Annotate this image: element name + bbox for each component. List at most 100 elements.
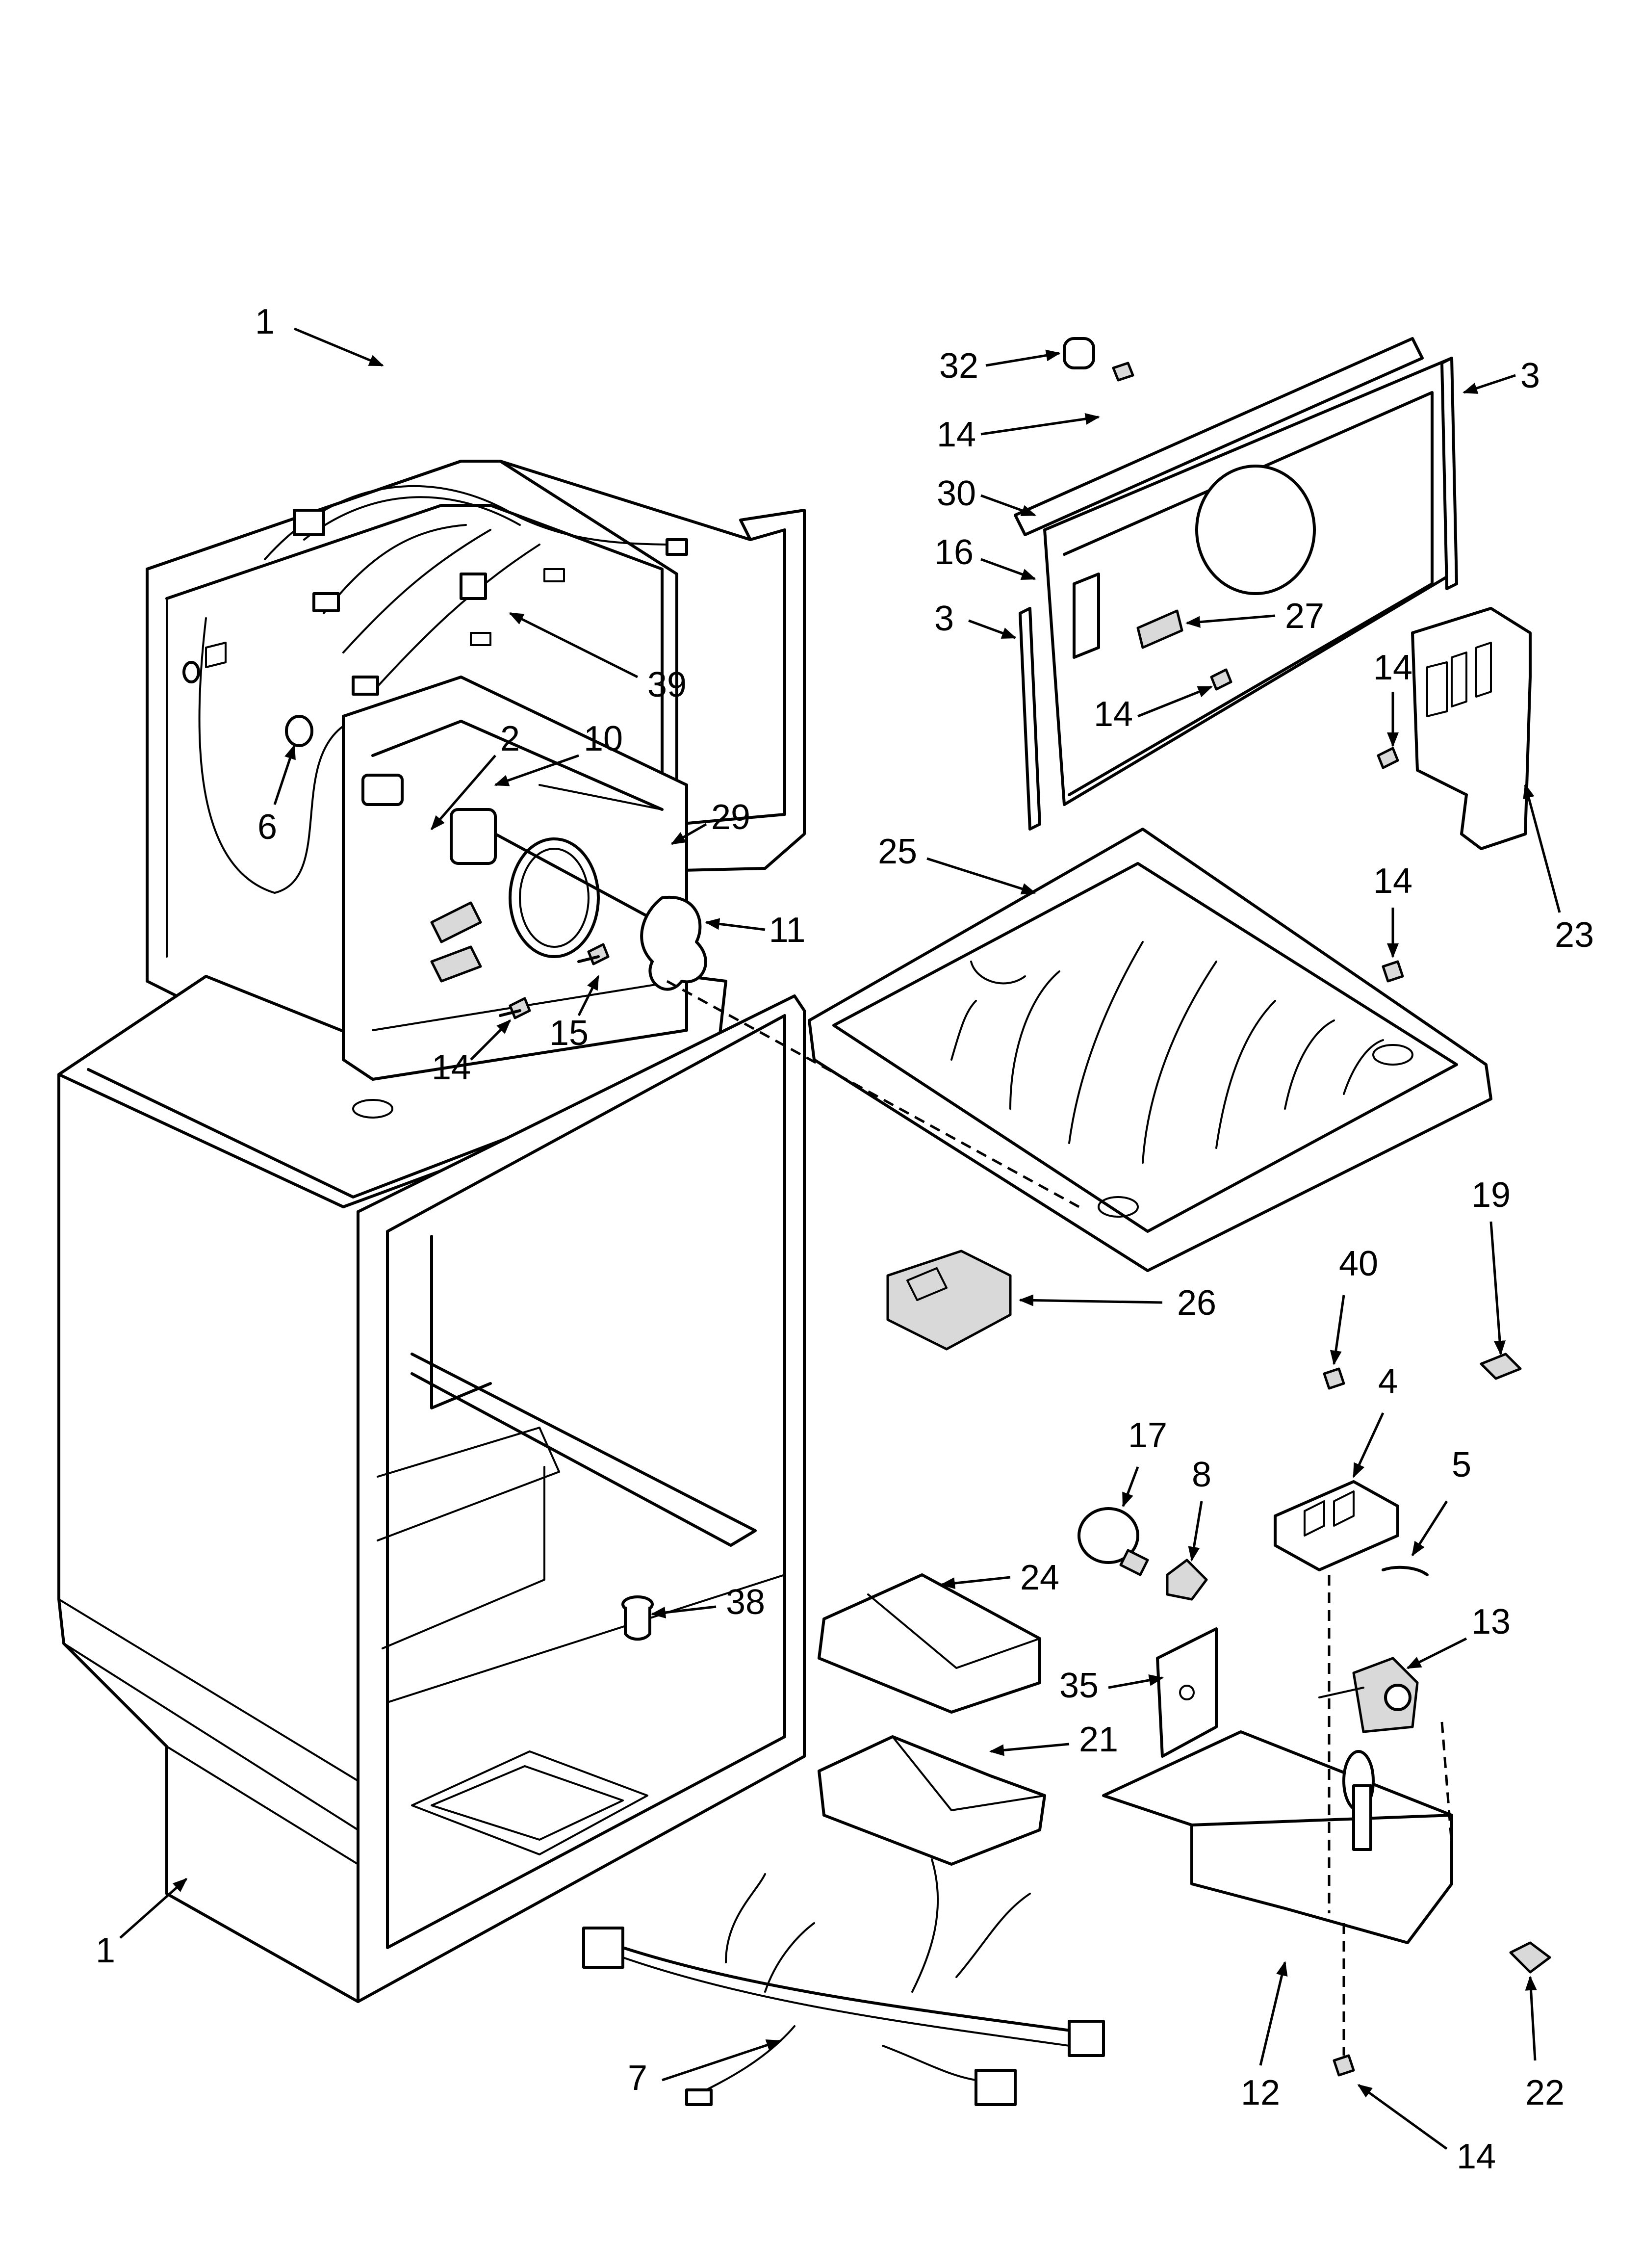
leader-3-right xyxy=(1462,374,1516,394)
leader-2 xyxy=(431,755,496,831)
leader-21 xyxy=(989,1743,1070,1756)
callout-15: 15 xyxy=(549,1014,589,1053)
callout-1-top: 1 xyxy=(255,302,275,341)
air-diffuser-panel xyxy=(1043,357,1453,806)
callout-19: 19 xyxy=(1471,1175,1511,1215)
callout-21: 21 xyxy=(1079,1720,1118,1759)
wiring-harness-7 xyxy=(582,1858,1105,2106)
leader-6 xyxy=(273,744,296,805)
leader-14-cabinet xyxy=(470,1019,512,1061)
leader-39 xyxy=(509,612,639,678)
control-housing-12 xyxy=(1102,1575,1453,1944)
callout-29: 29 xyxy=(711,798,750,837)
gasket-strip-left xyxy=(1019,607,1041,831)
leader-7 xyxy=(662,2039,781,2082)
screw-14-top xyxy=(1112,362,1134,382)
spacer-32 xyxy=(1063,337,1095,369)
leader-26 xyxy=(1019,1294,1163,1306)
gasket-strip-right xyxy=(1440,357,1458,590)
leader-27 xyxy=(1185,614,1276,628)
screw-14-cabinet xyxy=(499,997,531,1019)
leader-10 xyxy=(494,754,579,786)
thermostat-13 xyxy=(1318,1657,1419,1733)
leader-14-panel xyxy=(1137,685,1213,718)
leader-29 xyxy=(670,823,707,845)
leader-35 xyxy=(1108,1674,1164,1689)
leader-14-panel-top xyxy=(980,413,1100,436)
leader-19 xyxy=(1489,1221,1506,1356)
leader-11 xyxy=(705,918,766,931)
callout-22: 22 xyxy=(1525,2073,1565,2112)
leader-38 xyxy=(651,1605,717,1618)
callout-2: 2 xyxy=(500,719,520,758)
callout-7: 7 xyxy=(628,2059,647,2098)
callout-30: 30 xyxy=(937,474,976,513)
leader-24 xyxy=(940,1576,1011,1590)
switch-19 xyxy=(1480,1353,1522,1380)
light-shield xyxy=(1411,607,1532,850)
callout-27: 27 xyxy=(1285,597,1324,636)
callout-6: 6 xyxy=(257,808,277,847)
thermostat-housing-26 xyxy=(886,1250,1012,1351)
callout-16: 16 xyxy=(934,533,974,572)
callout-14-panel-top: 14 xyxy=(937,415,976,454)
bracket-35 xyxy=(1156,1627,1218,1758)
callout-11: 11 xyxy=(769,911,806,950)
tube-5 xyxy=(1382,1565,1429,1576)
leader-40 xyxy=(1330,1295,1345,1365)
leader-5 xyxy=(1411,1500,1448,1557)
callout-17: 17 xyxy=(1128,1416,1167,1455)
callout-10: 10 xyxy=(584,719,623,758)
callout-32: 32 xyxy=(939,346,978,386)
leader-15 xyxy=(577,975,600,1017)
callout-1-bottom: 1 xyxy=(96,1931,115,1970)
leader-32 xyxy=(985,349,1061,367)
fan-blade xyxy=(640,895,707,991)
leader-3-left xyxy=(968,619,1017,639)
filler-strip-30 xyxy=(1014,337,1424,536)
screw-14-panel xyxy=(1210,668,1232,691)
light-shield-38 xyxy=(621,1595,654,1641)
callout-14-panel: 14 xyxy=(1094,695,1133,734)
leader-4 xyxy=(1352,1412,1385,1478)
leader-1-top xyxy=(294,327,384,367)
light-bulb-17 xyxy=(1078,1507,1149,1576)
callout-38: 38 xyxy=(726,1583,765,1622)
fresh-food-liner xyxy=(57,994,806,2003)
callout-5: 5 xyxy=(1452,1445,1471,1485)
callout-12: 12 xyxy=(1241,2073,1280,2112)
cover-21 xyxy=(818,1735,1046,1866)
screw-14-shield xyxy=(1377,747,1399,769)
cabinet-liner xyxy=(57,460,806,2003)
leader-13 xyxy=(1406,1637,1467,1669)
leader-30 xyxy=(980,494,1036,517)
callout-3-left: 3 xyxy=(934,599,954,638)
screw-14-housing xyxy=(1333,1923,1355,2077)
callout-14-shield: 14 xyxy=(1373,648,1412,687)
leader-16 xyxy=(980,558,1036,580)
leader-12 xyxy=(1259,1961,1288,2066)
callout-3-right: 3 xyxy=(1520,356,1540,395)
screw-14-floor xyxy=(1382,960,1404,983)
callout-26: 26 xyxy=(1177,1283,1216,1323)
screw-15 xyxy=(577,943,610,965)
callout-13: 13 xyxy=(1471,1602,1511,1642)
callout-25: 25 xyxy=(878,832,917,871)
leader-22 xyxy=(1525,1976,1537,2061)
callouts: 1 1 2 3 3 4 5 6 7 8 10 11 12 13 14 14 14 xyxy=(96,302,1594,2176)
cover-24 xyxy=(818,1573,1041,1714)
callout-14-housing: 14 xyxy=(1457,2137,1496,2176)
leader-8 xyxy=(1188,1501,1203,1562)
callout-14-floor: 14 xyxy=(1373,861,1412,901)
leader-1-bottom xyxy=(119,1878,188,1939)
callout-23: 23 xyxy=(1555,915,1594,955)
evaporator-cover xyxy=(342,676,688,1081)
control-board-4 xyxy=(1274,1480,1399,1571)
callout-35: 35 xyxy=(1059,1666,1099,1705)
leader-14-housing xyxy=(1357,2084,1448,2150)
knob-22 xyxy=(1509,1941,1551,1974)
callout-24: 24 xyxy=(1020,1558,1059,1597)
light-socket-8 xyxy=(1166,1559,1208,1601)
screw-40 xyxy=(1323,1367,1345,1390)
